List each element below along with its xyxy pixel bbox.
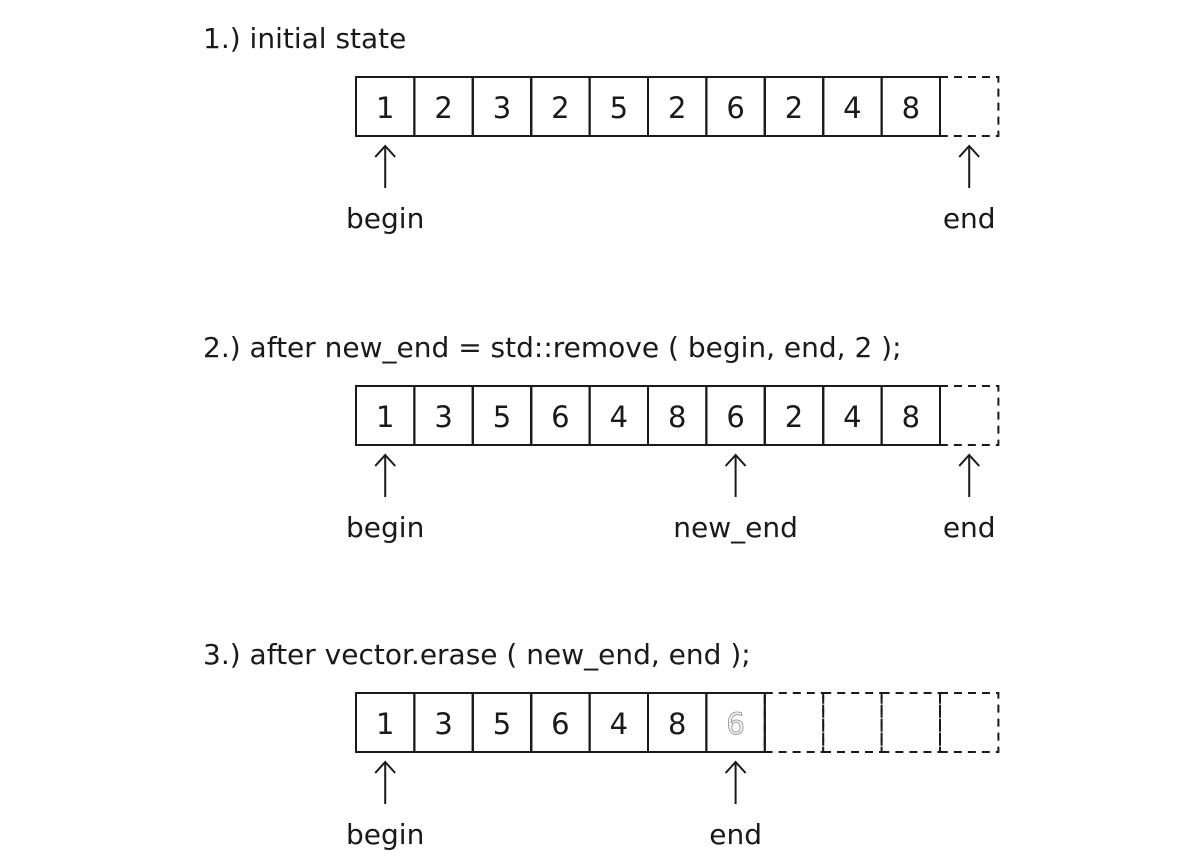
pointer-label: end bbox=[943, 511, 996, 544]
arrow-up-icon bbox=[374, 144, 396, 158]
array-cell: 2 bbox=[530, 76, 591, 137]
cell-value: 6 bbox=[726, 91, 744, 125]
cell-box bbox=[880, 692, 941, 753]
cell-value: 8 bbox=[668, 400, 686, 434]
pointer-begin: begin bbox=[346, 144, 424, 235]
cell-value: 6 bbox=[726, 707, 744, 741]
array-cell: 5 bbox=[471, 692, 533, 753]
pointer-label: new_end bbox=[673, 511, 798, 544]
cell-value: 4 bbox=[610, 400, 628, 434]
array-diagram: 1 3 5 6 4 8 6 2 4 8 begin new_end end bbox=[346, 385, 1000, 544]
array-cell: 1 bbox=[355, 76, 416, 137]
array-cell: 4 bbox=[822, 76, 883, 137]
pointer-end: end bbox=[709, 760, 762, 851]
array-cell bbox=[822, 692, 883, 753]
cell-value: 3 bbox=[434, 400, 452, 434]
cell-value: 4 bbox=[843, 91, 861, 125]
cell-box bbox=[763, 692, 825, 753]
array-cell: 2 bbox=[647, 76, 708, 137]
cell-box bbox=[822, 692, 883, 753]
cell-value: 6 bbox=[726, 400, 744, 434]
cell-box bbox=[939, 385, 1000, 446]
pointer-label: begin bbox=[346, 511, 424, 544]
pointer-label: begin bbox=[346, 202, 424, 235]
array-cell: 8 bbox=[880, 76, 941, 137]
array-cell: 6 bbox=[530, 692, 591, 753]
step-title: 3.) after vector.erase ( new_end, end ); bbox=[203, 638, 751, 671]
cell-border bbox=[880, 76, 941, 137]
arrow-up-icon bbox=[724, 760, 747, 774]
pointer-label: end bbox=[943, 202, 996, 235]
step-title: 1.) initial state bbox=[203, 22, 407, 55]
cell-value: 2 bbox=[434, 91, 452, 125]
array-cell: 3 bbox=[413, 385, 474, 446]
pointer-begin: begin bbox=[346, 453, 424, 544]
cell-value: 1 bbox=[376, 400, 394, 434]
step-title: 2.) after new_end = std::remove ( begin,… bbox=[203, 331, 902, 364]
array-cell bbox=[763, 692, 825, 753]
cell-value: 5 bbox=[493, 400, 511, 434]
array-cell: 6 bbox=[705, 76, 766, 137]
cell-value: 2 bbox=[551, 91, 569, 125]
array-cell bbox=[880, 692, 941, 753]
array-cell: 5 bbox=[471, 385, 533, 446]
cell-value: 3 bbox=[434, 707, 452, 741]
array-cell: 4 bbox=[588, 692, 649, 753]
array-cell: 2 bbox=[763, 385, 825, 446]
cell-value: 5 bbox=[493, 707, 511, 741]
array-cell bbox=[939, 692, 1000, 753]
cell-value: 5 bbox=[610, 91, 628, 125]
pointer-label: end bbox=[709, 818, 762, 851]
cell-box bbox=[939, 692, 1000, 753]
array-cell: 3 bbox=[471, 76, 533, 137]
array-cell: 5 bbox=[588, 76, 649, 137]
pointer-new-end: new_end bbox=[673, 453, 798, 544]
arrow-up-icon bbox=[374, 760, 396, 774]
step-3: 3.) after vector.erase ( new_end, end );… bbox=[0, 635, 1200, 855]
array-cell: 6 bbox=[705, 692, 766, 753]
cell-value: 8 bbox=[902, 400, 920, 434]
arrow-up-icon bbox=[958, 144, 980, 158]
cell-value: 2 bbox=[785, 91, 803, 125]
step-1: 1.) initial state 1 2 3 2 5 2 6 2 4 8 begin end bbox=[0, 19, 1200, 239]
cell-value: 8 bbox=[902, 91, 920, 125]
cell-box bbox=[939, 76, 1000, 137]
step-2: 2.) after new_end = std::remove ( begin,… bbox=[0, 328, 1200, 548]
array-cell: 3 bbox=[413, 692, 474, 753]
array-cell: 1 bbox=[355, 385, 416, 446]
arrow-up-icon bbox=[724, 453, 747, 467]
array-cell bbox=[939, 76, 1000, 137]
array-cell bbox=[939, 385, 1000, 446]
cell-value: 4 bbox=[843, 400, 861, 434]
cell-value: 2 bbox=[785, 400, 803, 434]
array-cell: 8 bbox=[647, 692, 708, 753]
cell-value: 6 bbox=[551, 400, 569, 434]
cell-value: 2 bbox=[668, 91, 686, 125]
cell-border bbox=[880, 385, 941, 446]
array-diagram: 1 3 5 6 4 8 6 begin end bbox=[346, 692, 1000, 851]
array-diagram: 1 2 3 2 5 2 6 2 4 8 begin end bbox=[346, 76, 1000, 235]
pointer-end: end bbox=[943, 144, 996, 235]
array-cell: 6 bbox=[530, 385, 591, 446]
pointer-label: begin bbox=[346, 818, 424, 851]
cell-value: 6 bbox=[551, 707, 569, 741]
pointer-begin: begin bbox=[346, 760, 424, 851]
array-cell: 4 bbox=[588, 385, 649, 446]
array-cell: 8 bbox=[647, 385, 708, 446]
cell-value: 1 bbox=[376, 91, 394, 125]
array-cell: 8 bbox=[880, 385, 941, 446]
array-cell: 2 bbox=[763, 76, 825, 137]
pointer-end: end bbox=[943, 453, 996, 544]
cell-value: 1 bbox=[376, 707, 394, 741]
array-cell: 4 bbox=[822, 385, 883, 446]
arrow-up-icon bbox=[374, 453, 396, 467]
cell-value: 4 bbox=[610, 707, 628, 741]
cell-border bbox=[705, 692, 766, 753]
cell-value: 8 bbox=[668, 707, 686, 741]
arrow-up-icon bbox=[958, 453, 980, 467]
array-cell: 2 bbox=[413, 76, 474, 137]
cell-value: 3 bbox=[493, 91, 511, 125]
array-cell: 1 bbox=[355, 692, 416, 753]
array-cell: 6 bbox=[705, 385, 766, 446]
